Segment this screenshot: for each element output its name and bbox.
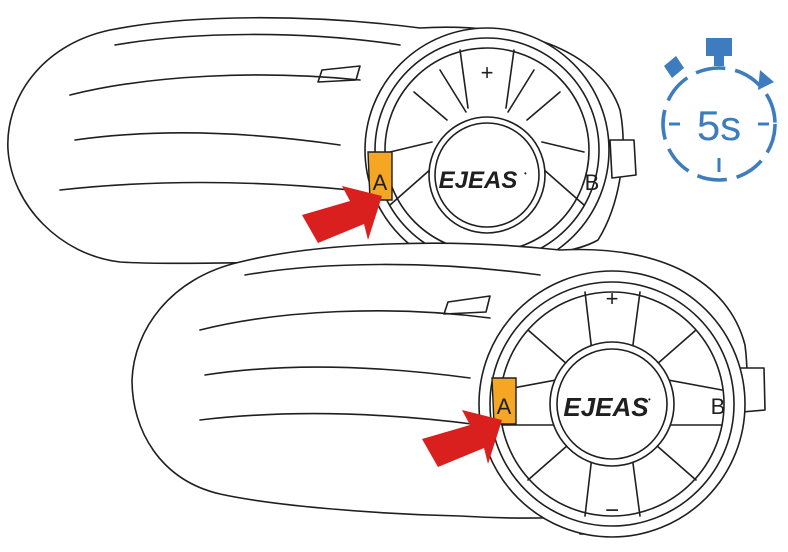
device-bottom-dial-segments xyxy=(501,291,723,517)
stopwatch-side-button-icon xyxy=(664,56,684,78)
press-arrow-icon-top xyxy=(302,186,382,243)
device-top-button-a-highlight[interactable] xyxy=(367,151,393,201)
device-top-inner-contour xyxy=(59,33,401,191)
device-bottom-logo-mark: • xyxy=(648,395,651,404)
device-top-logo-text: EJEAS xyxy=(439,167,518,194)
stopwatch-crown-icon xyxy=(706,38,732,56)
device-top-plus-label[interactable]: + xyxy=(481,60,494,85)
device-bottom: EJEAS • + A B − xyxy=(131,242,766,538)
device-bottom-logo-text: EJEAS xyxy=(563,392,649,422)
stopwatch-dial-icon xyxy=(661,66,777,182)
device-bottom-inner-contour xyxy=(199,263,541,426)
device-bottom-a-label[interactable]: A xyxy=(497,394,512,419)
stopwatch-stem-icon xyxy=(714,54,724,66)
timer-label: 5s xyxy=(697,102,741,149)
press-arrow-icon-bottom xyxy=(422,410,502,467)
device-top-logo-mark: • xyxy=(524,169,527,178)
device-top-logo-inner xyxy=(434,122,540,228)
stopwatch-arrow-icon xyxy=(758,70,774,90)
device-bottom-button-a-highlight[interactable] xyxy=(491,377,517,425)
device-top-a-label[interactable]: A xyxy=(373,170,388,195)
device-top-dial-segments xyxy=(389,49,585,206)
stopwatch-icon: 5s xyxy=(661,38,777,182)
device-bottom-b-label[interactable]: B xyxy=(711,394,726,419)
device-top-slot xyxy=(317,65,361,83)
device-bottom-minus-label[interactable]: − xyxy=(605,497,619,524)
device-top-b-label[interactable]: B xyxy=(585,170,600,195)
device-bottom-logo-inner xyxy=(556,348,668,460)
device-bottom-slot xyxy=(443,295,491,315)
device-top-side-nub xyxy=(609,139,637,179)
device-bottom-plus-label[interactable]: + xyxy=(606,286,619,311)
device-top: EJEAS • + A B xyxy=(7,16,637,273)
